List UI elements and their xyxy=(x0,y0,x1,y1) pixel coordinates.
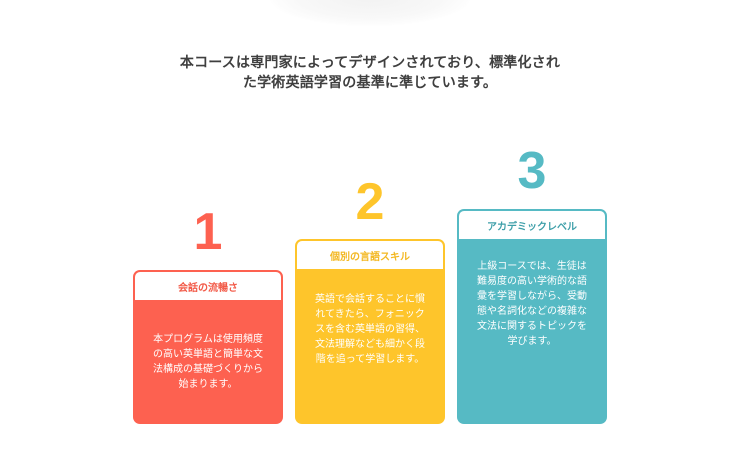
intro-line-1: 本コースは専門家によってデザインされており、標準化され xyxy=(179,55,561,71)
level-3-title: アカデミックレベル xyxy=(459,211,605,239)
level-1-number: 1 xyxy=(193,203,223,261)
intro-text: 本コースは専門家によってデザインされており、標準化され た学術英語学習の基準に準… xyxy=(150,53,590,93)
level-1-description: 本プログラムは使用頻度の高い英単語と簡単な文法構成の基礎づくりから始まります。 xyxy=(153,334,263,390)
level-3-number: 3 xyxy=(517,142,547,200)
level-2-description: 英語で会話することに慣れてきたら、フォニックスを含む英単語の習得、文法理解なども… xyxy=(315,293,425,365)
level-3-description: 上級コースでは、生徒は難易度の高い学術的な語彙を学習しながら、受動態や名詞化など… xyxy=(477,261,587,347)
level-2-number: 2 xyxy=(355,173,385,231)
level-2-title: 個別の言語スキル xyxy=(297,241,443,269)
level-3-card: アカデミックレベル 上級コースでは、生徒は難易度の高い学術的な語彙を学習しながら… xyxy=(457,209,607,424)
level-1-card: 会話の流暢さ 本プログラムは使用頻度の高い英単語と簡単な文法構成の基礎づくりから… xyxy=(133,270,283,424)
level-2-card: 個別の言語スキル 英語で会話することに慣れてきたら、フォニックスを含む英単語の習… xyxy=(295,239,445,424)
top-decoration xyxy=(270,0,470,26)
level-1-title: 会話の流暢さ xyxy=(135,272,281,300)
intro-line-2: た学術英語学習の基準に準じています。 xyxy=(242,75,498,91)
